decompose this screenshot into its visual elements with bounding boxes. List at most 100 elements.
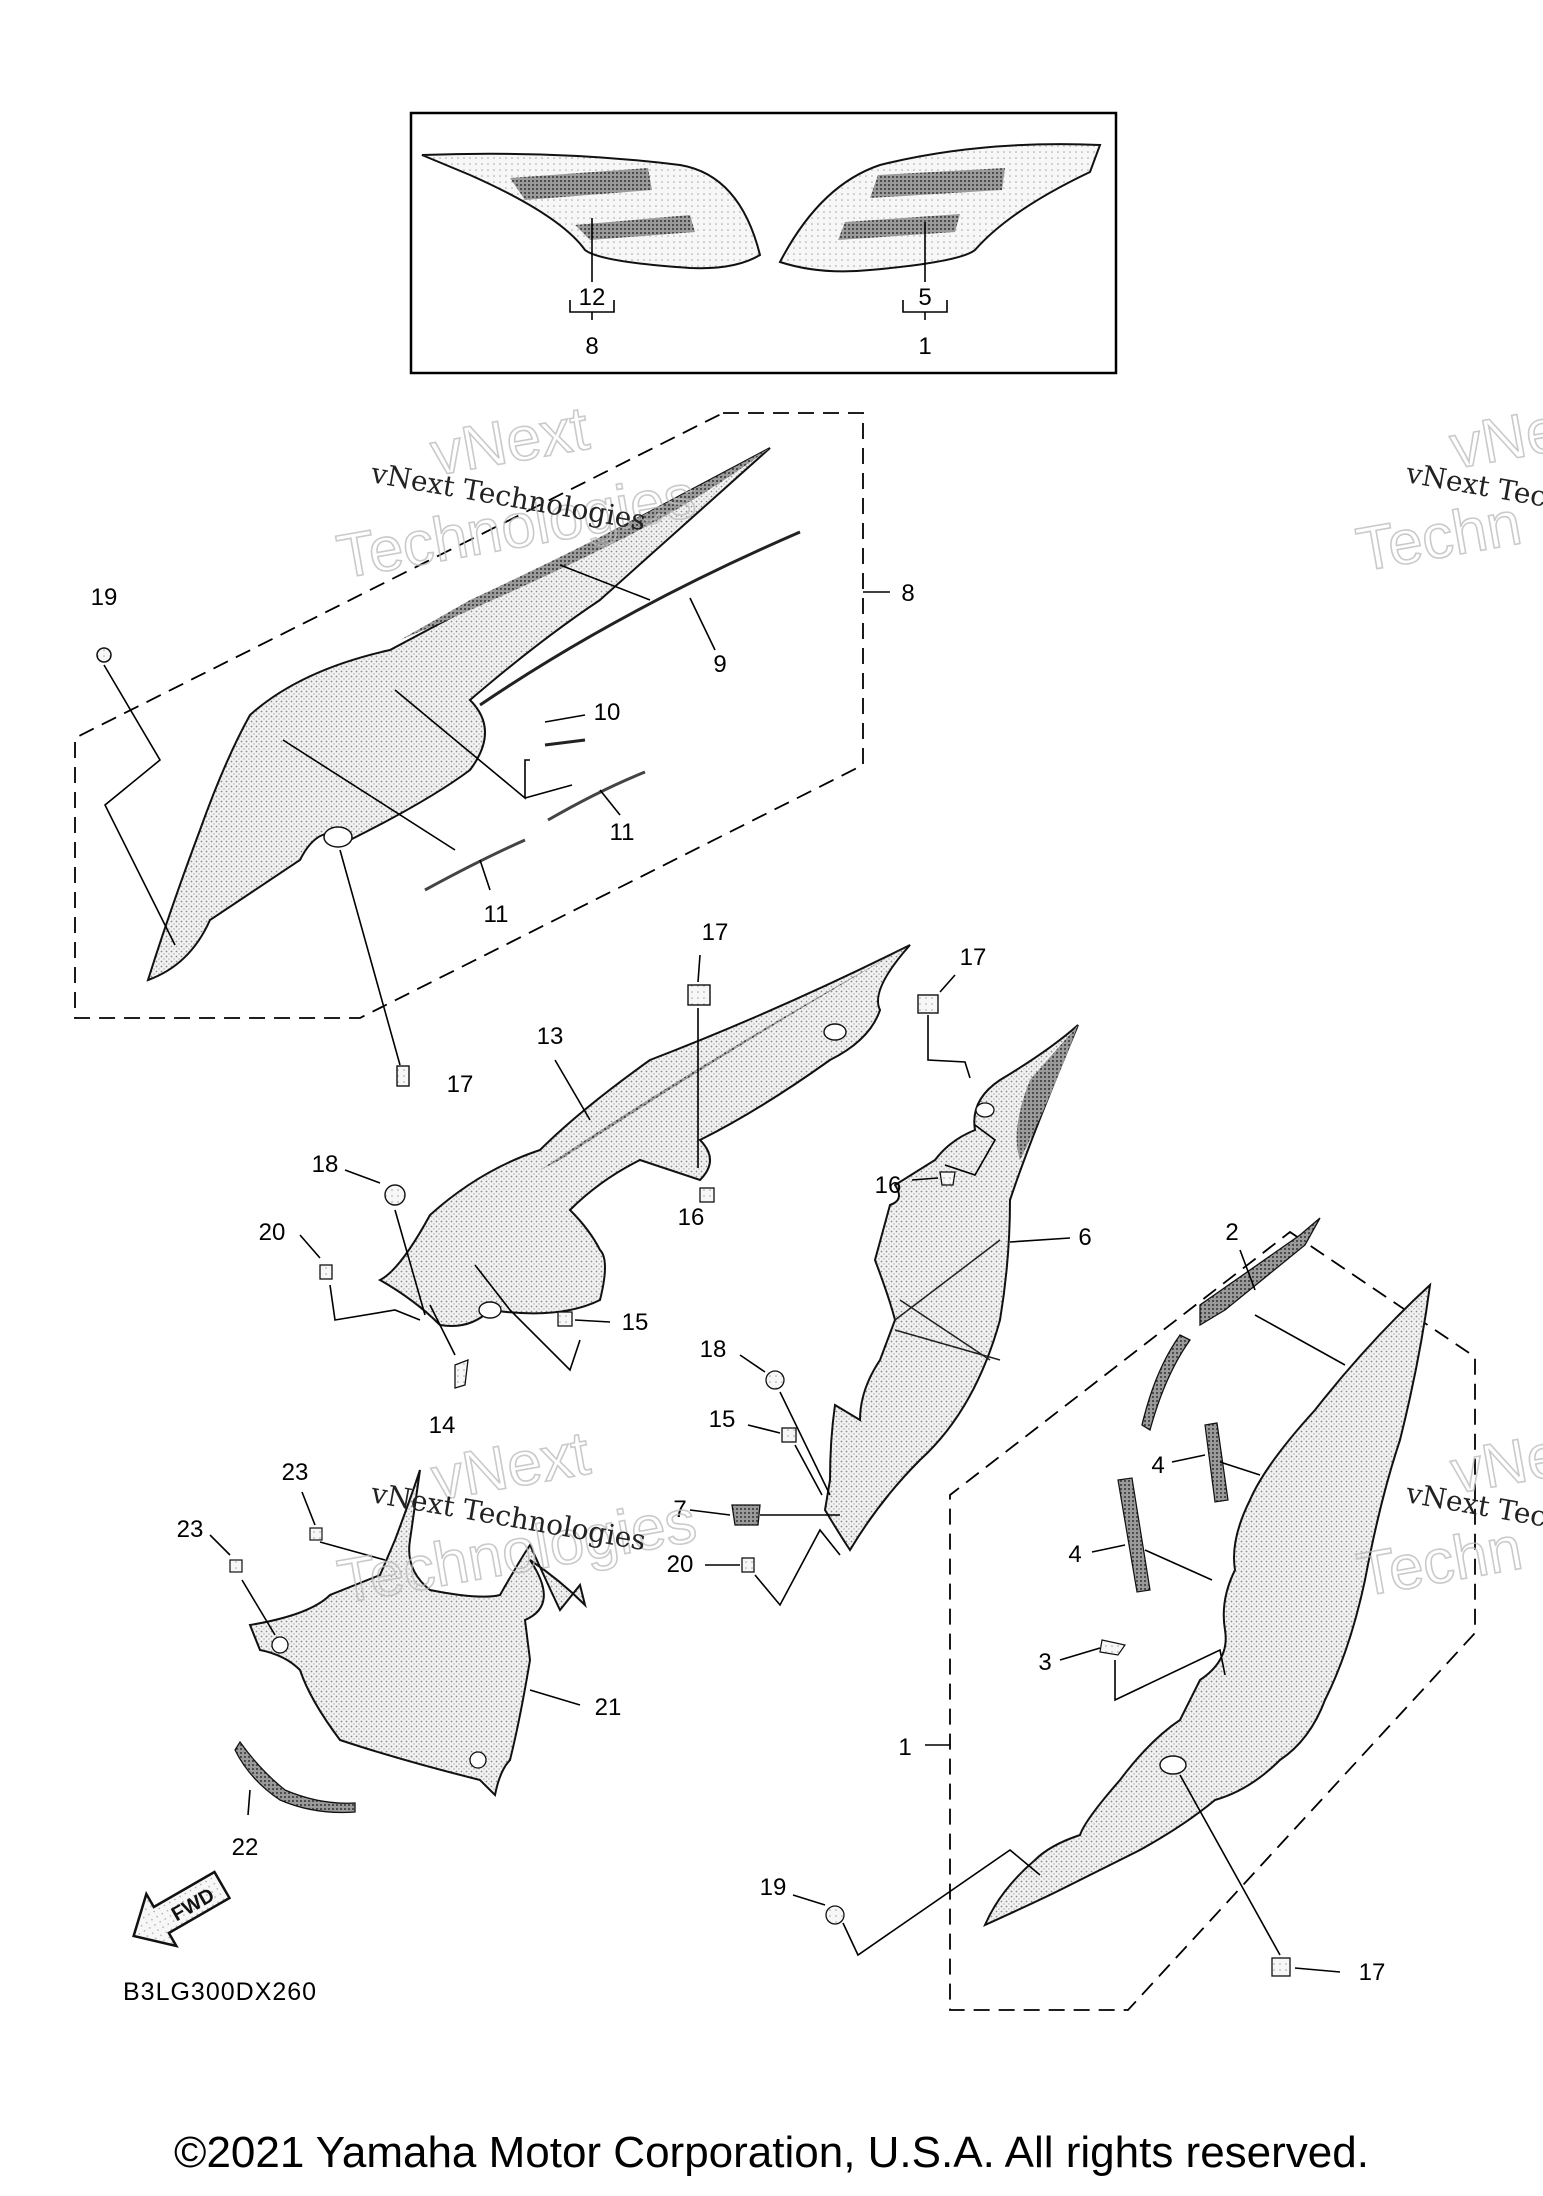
callout-16-mid: 16 bbox=[678, 1204, 705, 1231]
inset-frame bbox=[409, 111, 1118, 375]
callout-17-lower: 17 bbox=[1359, 1959, 1386, 1986]
clip-19-lower bbox=[825, 1905, 845, 1925]
bolt-17-lower-right bbox=[1271, 1957, 1291, 1977]
clip-23-upper bbox=[309, 1527, 323, 1541]
callout-7: 7 bbox=[673, 1496, 686, 1523]
callout-11-upper: 11 bbox=[610, 819, 635, 846]
clip-23-lower bbox=[229, 1559, 243, 1573]
bolt-17-mid bbox=[687, 984, 711, 1006]
decal-2-lower bbox=[1141, 1334, 1191, 1432]
inner-panel-13: 17 16 13 18 20 15 14 bbox=[259, 919, 911, 1439]
callout-10: 10 bbox=[594, 699, 621, 726]
callout-20-right: 20 bbox=[667, 1551, 694, 1578]
side-panel-6: 6 17 16 18 15 7 20 bbox=[667, 944, 1092, 1607]
decal-11-upper bbox=[547, 770, 646, 822]
callout-22: 22 bbox=[232, 1834, 259, 1861]
damper-4-upper bbox=[1204, 1422, 1229, 1503]
right-decal-graphic bbox=[778, 143, 1102, 273]
side-panel bbox=[823, 1024, 1079, 1552]
left-decal-stripe-2 bbox=[575, 215, 695, 240]
callout-18-left: 18 bbox=[312, 1151, 339, 1178]
decal-inset: 12 8 5 1 bbox=[409, 111, 1118, 375]
assembly-1-boundary bbox=[949, 1230, 1476, 2011]
clip-20-left bbox=[319, 1264, 333, 1280]
trim-strip-22 bbox=[234, 1740, 356, 1814]
callout-23-lower: 23 bbox=[177, 1516, 204, 1543]
stripe-decal-9 bbox=[479, 530, 801, 707]
inset-callout-left-top: 12 bbox=[579, 284, 606, 311]
reference-code: B3LG300DX260 bbox=[123, 1978, 317, 2006]
callout-3: 3 bbox=[1038, 1649, 1051, 1676]
screw-18-right bbox=[765, 1370, 785, 1390]
callout-4-upper: 4 bbox=[1151, 1452, 1164, 1479]
inner-panel-hole-2 bbox=[478, 1301, 502, 1319]
callout-18-right: 18 bbox=[700, 1336, 727, 1363]
cowling-mount-hole bbox=[323, 826, 353, 848]
decal-2 bbox=[1199, 1217, 1321, 1327]
right-decal-stripe-2 bbox=[838, 214, 960, 240]
right-decal-stripe bbox=[870, 168, 1005, 198]
callout-16-right: 16 bbox=[875, 1172, 902, 1199]
callout-2: 2 bbox=[1225, 1219, 1238, 1246]
callout-9: 9 bbox=[713, 651, 726, 678]
side-panel-hole bbox=[975, 1102, 995, 1118]
clip-14 bbox=[454, 1359, 469, 1389]
clip-19-upper bbox=[96, 647, 112, 663]
callout-1: 1 bbox=[898, 1734, 911, 1761]
callout-21: 21 bbox=[595, 1694, 622, 1721]
side-cowling-upper bbox=[146, 447, 771, 982]
under-panel-hole-2 bbox=[469, 1751, 487, 1769]
callout-19-lower: 19 bbox=[760, 1874, 787, 1901]
callout-14: 14 bbox=[429, 1412, 456, 1439]
inset-callout-right-bottom: 1 bbox=[918, 333, 931, 360]
decal-11-lower bbox=[424, 838, 526, 892]
callout-19-upper: 19 bbox=[91, 584, 118, 611]
under-panel-hole bbox=[271, 1636, 289, 1654]
lower-cowling bbox=[983, 1282, 1432, 1927]
assembly-8: 8 9 10 11 11 19 bbox=[74, 412, 915, 1066]
copyright-notice: ©2021 Yamaha Motor Corporation, U.S.A. A… bbox=[174, 2128, 1369, 2177]
callout-8: 8 bbox=[901, 580, 914, 607]
inset-callout-left-bottom: 8 bbox=[585, 333, 598, 360]
callout-20-left: 20 bbox=[259, 1219, 286, 1246]
left-decal-graphic bbox=[421, 152, 762, 270]
nut-16-mid bbox=[699, 1187, 715, 1203]
lower-cowling-hole bbox=[1159, 1755, 1187, 1775]
callout-4-lower: 4 bbox=[1068, 1541, 1081, 1568]
bolt-17-lower-left bbox=[396, 1065, 410, 1087]
assembly-1: 1 2 4 4 3 19 17 bbox=[760, 1217, 1476, 2011]
clip-3 bbox=[1099, 1639, 1127, 1656]
screw-18-left bbox=[384, 1184, 406, 1206]
callout-23-upper: 23 bbox=[282, 1459, 309, 1486]
inner-panel-hole bbox=[823, 1023, 847, 1041]
under-panel bbox=[248, 1469, 587, 1798]
watermark-right-bottom-line2: Techn bbox=[1352, 1514, 1527, 1611]
bolt-17-right bbox=[917, 994, 939, 1014]
nut-15-right bbox=[781, 1427, 797, 1443]
callout-17-right: 17 bbox=[960, 944, 987, 971]
left-decal-stripe bbox=[510, 168, 652, 200]
nut-15-left bbox=[557, 1311, 573, 1327]
callout-17-left: 17 bbox=[447, 1071, 474, 1098]
under-panel-21: 23 23 21 22 bbox=[177, 1459, 622, 1861]
callout-15-left: 15 bbox=[622, 1309, 649, 1336]
emblem-10 bbox=[544, 738, 586, 747]
assembly-8-boundary bbox=[74, 412, 864, 1019]
callout-13: 13 bbox=[537, 1023, 564, 1050]
clip-20-right bbox=[741, 1557, 755, 1573]
damper-7 bbox=[731, 1504, 761, 1526]
fwd-arrow-icon: FWD bbox=[132, 1870, 232, 1948]
inner-panel-stripe bbox=[540, 945, 910, 1170]
callout-17-mid: 17 bbox=[702, 919, 729, 946]
callout-11-lower: 11 bbox=[484, 901, 509, 928]
side-panel-ribs bbox=[894, 1239, 1001, 1361]
callout-6: 6 bbox=[1078, 1224, 1091, 1251]
nut-16-right bbox=[939, 1171, 956, 1186]
callout-15-right: 15 bbox=[709, 1406, 736, 1433]
side-cowling-upper-stripe bbox=[400, 448, 770, 640]
side-panel-edge bbox=[1016, 1025, 1078, 1160]
inner-panel bbox=[377, 944, 911, 1327]
damper-4-lower bbox=[1117, 1477, 1151, 1593]
inset-callout-right-top: 5 bbox=[918, 284, 931, 311]
